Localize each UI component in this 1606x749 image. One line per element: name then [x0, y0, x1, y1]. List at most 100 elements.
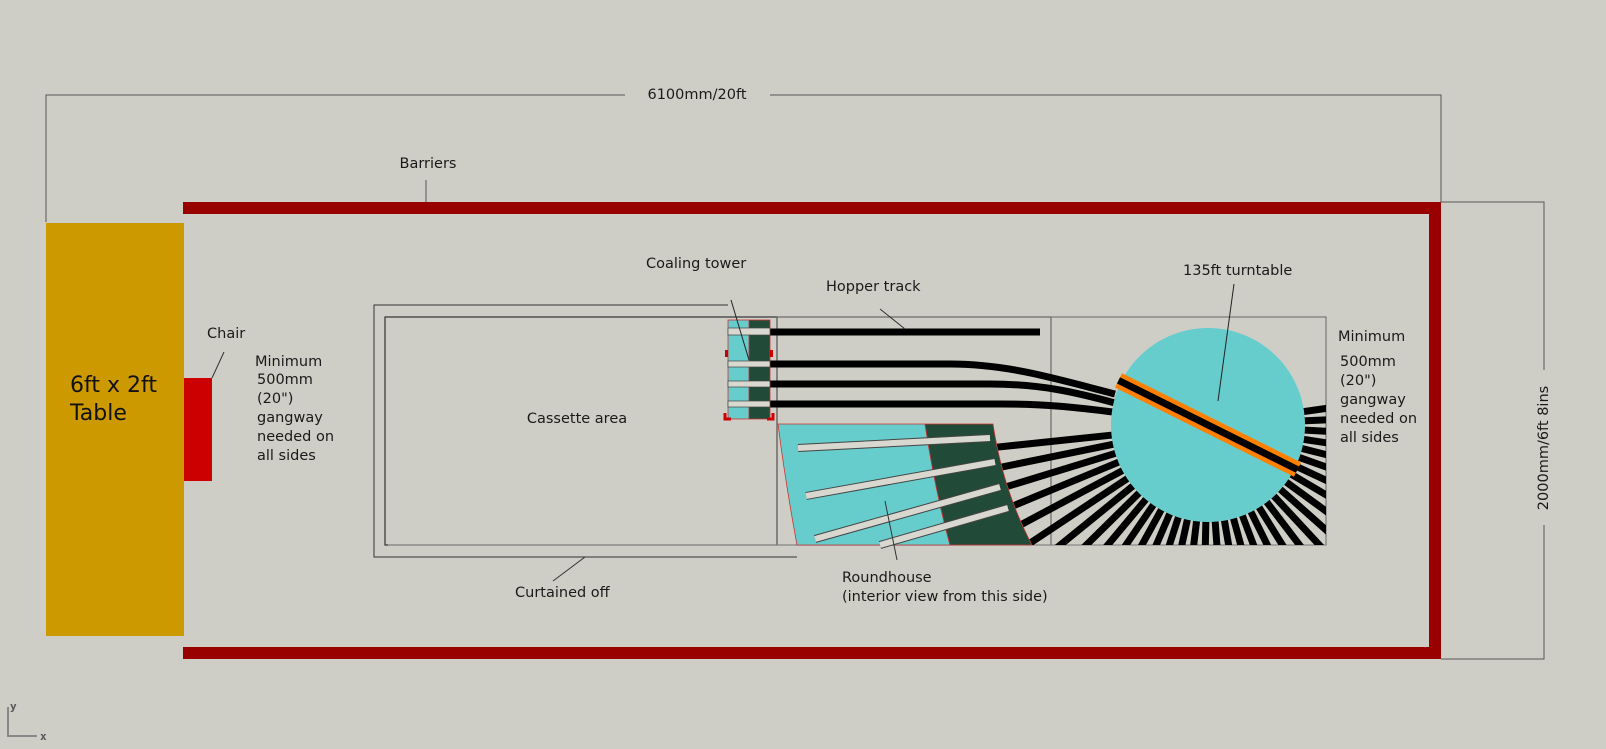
- approach-track: [768, 380, 1116, 407]
- turntable-bridge-track: [1116, 377, 1300, 473]
- coaling-tower-marker: [723, 413, 731, 421]
- barriers-label: Barriers: [400, 156, 457, 172]
- curtain: Curtained off: [373, 304, 797, 601]
- height-dimension-label: 2000mm/6ft 8ins: [1536, 386, 1552, 510]
- coaling-tower-roof: [748, 319, 771, 420]
- approach-tracks: Hopper track: [768, 279, 1116, 416]
- gangway-left-line: (20"): [257, 391, 293, 407]
- gangway-right-line: all sides: [1340, 430, 1399, 446]
- coaling-tower-track: [727, 380, 771, 388]
- coaling-tower-track: [727, 400, 771, 408]
- radial-track: [1054, 482, 1137, 545]
- table-rect: [46, 223, 184, 636]
- gangway-left-line: gangway: [257, 410, 323, 426]
- radial-track: [1255, 503, 1287, 545]
- curtain-leader: [552, 556, 586, 582]
- radial-track: [1137, 506, 1166, 545]
- radial-track: [1152, 510, 1174, 545]
- radial-track: [1302, 426, 1326, 435]
- gangway-left-line: 500mm: [257, 372, 313, 388]
- stall-track: [814, 484, 1001, 542]
- radial-track: [1229, 515, 1245, 545]
- gangway-right-line: 500mm: [1340, 354, 1396, 370]
- radial-track: [1201, 519, 1210, 545]
- height-dimension-line-bottom: [1441, 525, 1545, 660]
- roundhouse-roof: [924, 423, 1033, 546]
- stall-track: [797, 435, 991, 451]
- chair: Chair: [184, 326, 245, 481]
- chair-rect: [184, 378, 212, 481]
- radial-track: [990, 449, 1119, 496]
- gangway-left-line: all sides: [257, 448, 316, 464]
- axis-indicator: y x: [7, 700, 47, 743]
- radial-track: [1301, 435, 1326, 447]
- approach-track: [768, 360, 1116, 398]
- width-dimension-line-right: [770, 94, 1442, 202]
- radial-track: [1020, 474, 1131, 545]
- gangway-right-line: Minimum: [1338, 329, 1405, 345]
- coaling-tower: Coaling tower: [646, 256, 775, 421]
- radial-track: [1081, 489, 1143, 545]
- radial-track: [1299, 444, 1326, 459]
- stall-track: [805, 459, 996, 499]
- approach-track: [768, 400, 1114, 416]
- radial-tracks: [990, 404, 1326, 545]
- hopper-track-leader: [879, 308, 906, 330]
- coaling-tower-marker: [767, 413, 775, 421]
- width-dimension-label: 6100mm/20ft: [647, 87, 746, 103]
- barrier-top: [183, 202, 1441, 214]
- radial-track: [1262, 498, 1304, 545]
- roundhouse-label-line2: (interior view from this side): [842, 589, 1048, 605]
- radial-track: [1276, 485, 1326, 535]
- radial-track: [1287, 470, 1326, 499]
- radial-track: [990, 440, 1116, 473]
- gangway-right-line: (20"): [1340, 373, 1376, 389]
- curtained-off-label: Curtained off: [515, 585, 611, 601]
- stall-track: [879, 505, 1009, 548]
- axis-y-label: y: [10, 700, 17, 713]
- radial-track: [1178, 517, 1192, 545]
- coaling-tower-track: [727, 360, 771, 368]
- turntable: 135ft turntable: [1111, 263, 1305, 522]
- height-dimension-line-top: [1441, 201, 1545, 370]
- cassette-area-label: Cassette area: [527, 411, 627, 427]
- radial-track: [1246, 508, 1272, 545]
- width-dimension-line-left: [45, 94, 625, 222]
- gangway-right-line: gangway: [1340, 392, 1406, 408]
- radial-track: [990, 458, 1122, 520]
- radial-track: [1282, 478, 1326, 516]
- roundhouse-stalls: [797, 434, 1010, 549]
- width-dimension: 6100mm/20ft: [45, 87, 1442, 222]
- radial-track: [1190, 518, 1201, 545]
- coaling-tower-label: Coaling tower: [646, 256, 746, 272]
- coaling-tower-track: [727, 327, 771, 336]
- table-label-line1: 6ft x 2ft: [70, 373, 157, 398]
- radial-track: [990, 431, 1114, 452]
- roundhouse-label-line1: Roundhouse: [842, 570, 932, 586]
- radial-track: [1103, 495, 1150, 545]
- barriers: Barriers: [183, 156, 1441, 659]
- table-label-line2: Table: [69, 401, 127, 426]
- coaling-tower-marker: [725, 350, 728, 357]
- gangway-note-left: Minimum 500mm (20") gangway needed on al…: [255, 354, 334, 464]
- turntable-leader: [1217, 283, 1235, 402]
- gangway-note-right: Minimum 500mm (20") gangway needed on al…: [1338, 329, 1417, 446]
- chair-leader: [211, 351, 225, 379]
- cassette-board: [384, 316, 778, 546]
- radial-track: [1211, 519, 1221, 545]
- coaling-tower-leader: [730, 299, 750, 361]
- radial-track: [990, 466, 1126, 545]
- axis-lines: [7, 707, 37, 737]
- radial-track: [1292, 462, 1326, 485]
- height-dimension: 2000mm/6ft 8ins: [1441, 201, 1552, 660]
- barrier-right: [1429, 202, 1441, 659]
- roundhouse: Roundhouse (interior view from this side…: [777, 423, 1048, 605]
- roundhouse-leader: [884, 500, 898, 561]
- gangway-left-line: Minimum: [255, 354, 322, 370]
- coaling-tower-marker: [770, 350, 773, 357]
- turntable-bridge: [1114, 373, 1302, 477]
- turntable-label: 135ft turntable: [1183, 263, 1292, 279]
- table: 6ft x 2ft Table: [46, 223, 184, 636]
- radial-track: [1270, 492, 1325, 545]
